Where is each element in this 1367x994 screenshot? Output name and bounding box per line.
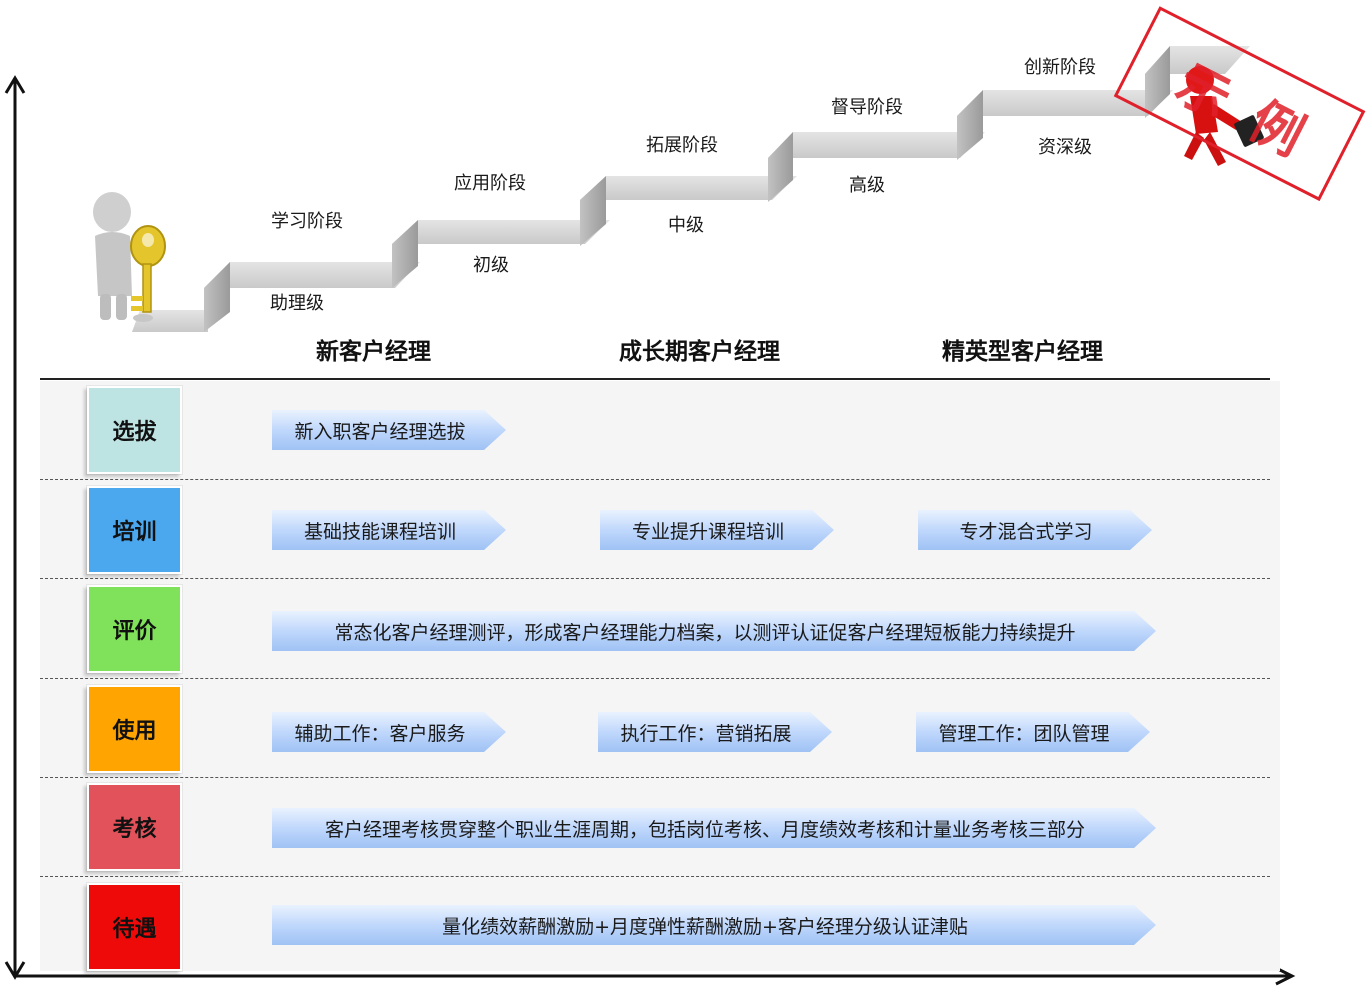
stage-label-supervise: 督导阶段 (831, 97, 903, 118)
item-advanced-training: 专业提升课程培训 (600, 510, 834, 550)
phase-title-elite: 精英型客户经理 (942, 339, 1103, 365)
category-assessment: 考核 (87, 783, 182, 871)
phase-title-new: 新客户经理 (316, 339, 431, 365)
row-divider (40, 578, 1270, 579)
level-label-junior: 初级 (473, 255, 509, 276)
level-label-expert: 资深级 (1038, 137, 1092, 158)
stage-label-expand: 拓展阶段 (646, 135, 718, 156)
phase-title-growth: 成长期客户经理 (619, 339, 780, 365)
row-divider (40, 876, 1270, 877)
level-label-senior: 高级 (849, 175, 885, 196)
level-label-middle: 中级 (668, 215, 704, 236)
matrix-background (40, 381, 1280, 971)
item-assist-work: 辅助工作：客户服务 (272, 712, 506, 752)
category-selection: 选拔 (87, 386, 182, 474)
person-with-key-icon (93, 192, 166, 322)
stage-label-innovate: 创新阶段 (1024, 57, 1096, 78)
staircase (132, 46, 1250, 332)
category-usage: 使用 (87, 685, 182, 773)
row-divider (40, 479, 1270, 480)
category-training: 培训 (87, 486, 182, 574)
item-execute-work: 执行工作：营销拓展 (598, 712, 832, 752)
category-compensation: 待遇 (87, 883, 182, 971)
vertical-axis (4, 75, 26, 980)
item-compensation-desc: 量化绩效薪酬激励+月度弹性薪酬激励+客户经理分级认证津贴 (272, 905, 1156, 945)
item-new-hire-selection: 新入职客户经理选拔 (272, 410, 506, 450)
stage-label-apply: 应用阶段 (454, 173, 526, 194)
item-manage-work: 管理工作：团队管理 (916, 712, 1150, 752)
stage-label-study: 学习阶段 (271, 211, 343, 232)
row-divider (40, 777, 1270, 778)
item-evaluation-desc: 常态化客户经理测评，形成客户经理能力档案，以测评认证促客户经理短板能力持续提升 (272, 611, 1156, 651)
level-label-assistant: 助理级 (270, 293, 324, 314)
item-assessment-desc: 客户经理考核贯穿整个职业生涯周期，包括岗位考核、月度绩效考核和计量业务考核三部分 (272, 808, 1156, 848)
matrix-top-rule (40, 378, 1270, 380)
item-blended-learning: 专才混合式学习 (918, 510, 1152, 550)
horizontal-axis (15, 966, 1296, 986)
row-divider (40, 678, 1270, 679)
category-evaluation: 评价 (87, 585, 182, 673)
item-basic-training: 基础技能课程培训 (272, 510, 506, 550)
sample-stamp (1113, 6, 1366, 202)
